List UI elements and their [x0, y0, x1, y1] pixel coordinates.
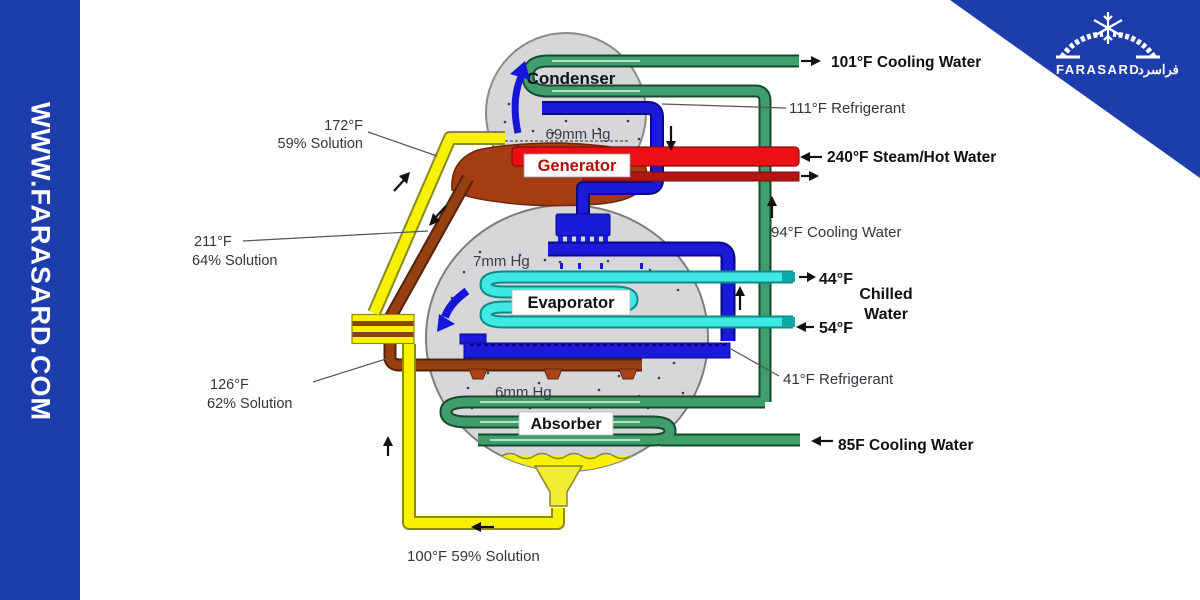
logo-corner: FARASARD فراسرد [950, 0, 1200, 178]
weak-solution-pipe [367, 131, 565, 530]
pointer-lines [242, 103, 787, 383]
solution-172-conc: 59% Solution [278, 136, 363, 152]
generator-label: Generator [523, 153, 631, 178]
condenser-label: Condenser [527, 69, 616, 88]
absorber-pressure: 6mm Hg [495, 384, 552, 401]
svg-text:Generator: Generator [538, 157, 617, 175]
sidebar: WWW.FARASARD.COM [0, 0, 80, 600]
solution-126-conc: 62% Solution [207, 396, 292, 412]
solution-172-temp: 172°F [324, 118, 363, 134]
evaporator-label: Evaporator [511, 289, 631, 316]
refrigerant-hot-label: 111°F Refrigerant [789, 100, 906, 117]
chilled-in-label: 54°F [819, 320, 853, 337]
condenser-pressure: 69mm Hg [545, 126, 610, 143]
refrigerant-spray-head [555, 213, 643, 269]
chilled-out-label: 44°F [819, 271, 853, 288]
spray-nozzles [468, 368, 638, 380]
solution-heat-exchanger [351, 313, 415, 345]
snowflake-icon [1093, 12, 1123, 44]
sidebar-url-text: WWW.FARASARD.COM [25, 102, 56, 421]
svg-text:Absorber: Absorber [530, 416, 601, 433]
drain-funnel [533, 465, 584, 507]
absorber-label: Absorber [518, 411, 614, 436]
refrigerant-cold-label: 41°F Refrigerant [783, 371, 894, 388]
solution-211-temp: 211°F [194, 234, 232, 250]
cooling-water-in-label: 85F Cooling Water [838, 437, 974, 454]
cooling-water-out-label: 101°F Cooling Water [831, 54, 981, 71]
chilled-water-label-1: Chilled [859, 286, 912, 303]
logo-triangle [950, 0, 1200, 178]
logo-name-text: FARASARD [1056, 62, 1140, 77]
vapor-flow-arrows [437, 61, 530, 332]
cooling-water-mid-label: 94°F Cooling Water [771, 224, 902, 241]
solution-126-temp: 126°F [210, 377, 249, 393]
refrigerant-tray [459, 333, 731, 359]
strong-solution-pipe [383, 174, 642, 372]
svg-text:Evaporator: Evaporator [527, 294, 615, 312]
logo-name-arabic-text: فراسرد [1138, 62, 1179, 78]
gear-arcs-icon [1056, 31, 1160, 59]
solution-100-label: 100°F 59% Solution [407, 548, 540, 565]
chilled-water-label-2: Water [864, 306, 908, 323]
chilled-water-pipe [479, 270, 795, 329]
solution-211-conc: 64% Solution [192, 253, 277, 269]
evaporator-pressure: 7mm Hg [473, 253, 530, 270]
steam-label: 240°F Steam/Hot Water [827, 149, 996, 166]
flow-arrows [383, 56, 833, 532]
